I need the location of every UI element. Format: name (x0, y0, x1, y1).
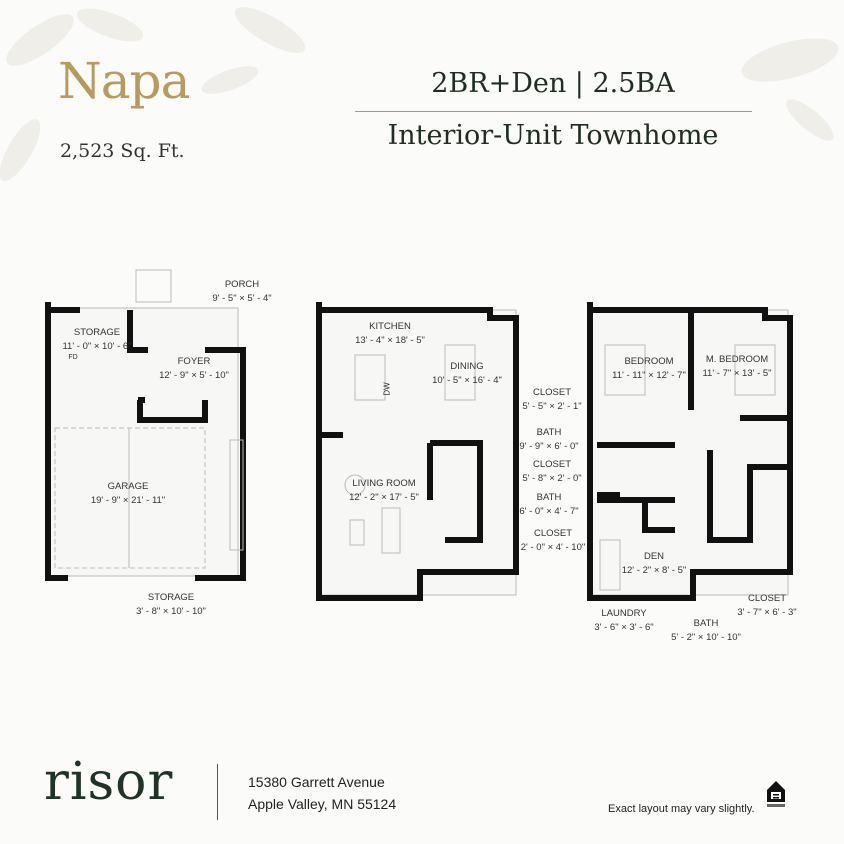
room-name: FOYER (177, 356, 211, 367)
room-name: CLOSET (533, 528, 573, 539)
floor-plan-level-3 (587, 302, 793, 601)
room-bedroom: BEDROOM 11' - 11" × 12' - 7" (612, 355, 686, 383)
room-dimensions: 13' - 4" × 18' - 5" (355, 335, 425, 346)
room-name: M. BEDROOM (705, 354, 769, 365)
room-master-bedroom: M. BEDROOM 11' - 7" × 13' - 5" (702, 353, 771, 381)
disclaimer: Exact layout may vary slightly. (608, 803, 755, 815)
room-dining: DINING 10' - 5" × 16' - 4" (432, 360, 502, 388)
room-bath-2: BATH 6' - 0" × 4' - 7" (519, 491, 578, 519)
room-dimensions: 5' - 5" × 2' - 1" (522, 401, 582, 412)
room-bath-1: BATH 9' - 9" × 6' - 0" (519, 426, 578, 454)
room-garage: GARAGE 19' - 9" × 21' - 11" (91, 480, 165, 508)
room-porch: PORCH 9' - 5" × 5' - 4" (212, 278, 271, 306)
room-storage-2: STORAGE 3' - 8" × 10' - 10" (136, 591, 206, 619)
room-name: BATH (693, 618, 719, 629)
room-dimensions: 11' - 7" × 13' - 5" (702, 368, 772, 379)
room-dimensions: 12' - 2" × 8' - 5" (621, 565, 687, 576)
square-footage: 2,523 Sq. Ft. (60, 140, 185, 162)
room-name: PORCH (224, 279, 260, 290)
room-dimensions: 11' - 0" × 10' - 6" (62, 341, 132, 352)
bed-bath-count: 2BR+Den | 2.5BA (431, 68, 675, 99)
room-name: LIVING ROOM (352, 478, 416, 489)
footer-divider (217, 764, 218, 820)
header-divider (355, 111, 752, 112)
room-dimensions: 5' - 2" × 10' - 10" (671, 632, 741, 643)
room-dimensions: 2' - 0" × 4' - 10" (520, 542, 586, 553)
room-name: CLOSET (532, 387, 571, 398)
room-closet-3: CLOSET 2' - 0" × 4' - 10" (521, 527, 586, 555)
room-dimensions: 9' - 9" × 6' - 0" (519, 441, 579, 452)
room-dimensions: 3' - 8" × 10' - 10" (136, 606, 206, 617)
room-name: GARAGE (107, 481, 149, 492)
room-closet-4: CLOSET 3' - 7" × 6' - 3" (737, 592, 796, 620)
room-dimensions: 11' - 11" × 12' - 7" (612, 370, 686, 381)
room-dimensions: 12' - 9" × 5' - 10" (159, 370, 229, 381)
room-dimensions: 3' - 7" × 6' - 3" (737, 607, 797, 618)
floor-plan-level-1 (45, 269, 246, 581)
room-name: KITCHEN (369, 321, 411, 332)
room-storage: STORAGE 11' - 0" × 10' - 6" (62, 326, 131, 354)
brand-logo: risor (44, 752, 174, 812)
room-name: STORAGE (147, 592, 195, 603)
unit-type: Interior-Unit Townhome (387, 120, 719, 151)
room-name: CLOSET (532, 459, 571, 470)
room-name: LAUNDRY (601, 608, 647, 619)
plan-title: Napa (58, 52, 190, 110)
room-living: LIVING ROOM 12' - 2" × 17' - 5" (349, 477, 419, 505)
room-kitchen: KITCHEN 13' - 4" × 18' - 5" (355, 320, 425, 348)
room-name: DINING (450, 361, 484, 372)
room-dimensions: 3' - 6" × 3' - 6" (594, 622, 654, 633)
room-name: STORAGE (73, 327, 121, 338)
room-name: CLOSET (747, 593, 786, 604)
room-closet-2: CLOSET 5' - 8" × 2' - 0" (522, 458, 581, 486)
room-dimensions: 9' - 5" × 5' - 4" (212, 293, 272, 304)
room-closet-1: CLOSET 5' - 5" × 2' - 1" (522, 386, 581, 414)
room-foyer: FOYER 12' - 9" × 5' - 10" (159, 355, 229, 383)
room-bath-3: BATH 5' - 2" × 10' - 10" (671, 617, 741, 645)
room-dimensions: 6' - 0" × 4' - 7" (519, 506, 579, 517)
room-name: DEN (643, 551, 665, 562)
address-line-2: Apple Valley, MN 55124 (248, 796, 397, 812)
room-dimensions: 12' - 2" × 17' - 5" (349, 492, 419, 503)
room-dimensions: 19' - 9" × 21' - 11" (90, 495, 166, 506)
room-den: DEN 12' - 2" × 8' - 5" (622, 550, 687, 578)
dishwasher-label: DW (382, 382, 392, 396)
room-name: BATH (536, 492, 562, 503)
room-name: BATH (536, 427, 562, 438)
room-laundry: LAUNDRY 3' - 6" × 3' - 6" (594, 607, 653, 635)
floor-drain-label: FD (68, 354, 78, 361)
room-dimensions: 5' - 8" × 2' - 0" (522, 473, 582, 484)
address-line-1: 15380 Garrett Avenue (248, 774, 385, 790)
floor-plan-level-2 (316, 302, 519, 601)
room-dimensions: 10' - 5" × 16' - 4" (432, 375, 502, 386)
room-name: BEDROOM (624, 356, 674, 367)
